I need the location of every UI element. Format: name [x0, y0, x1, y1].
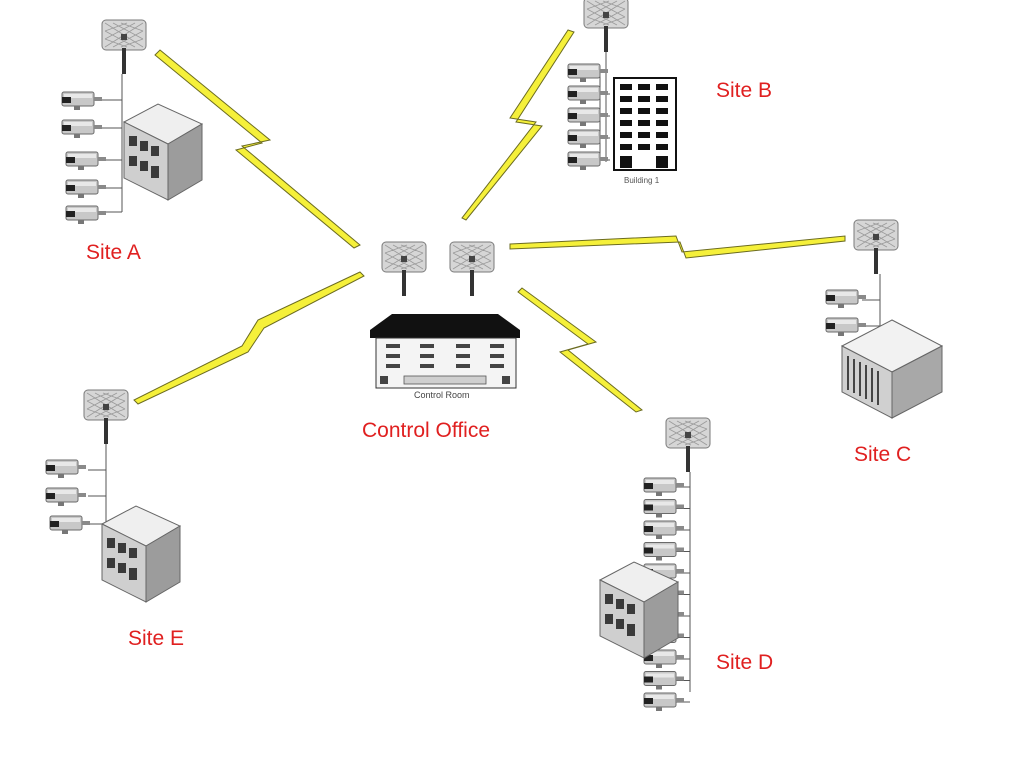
site-c-group — [825, 219, 943, 419]
cctv-camera-icon — [65, 179, 107, 199]
grid-antenna-icon — [101, 19, 147, 75]
cctv-camera-icon — [65, 151, 107, 171]
cctv-camera-icon — [45, 487, 87, 507]
site-d-group — [599, 417, 711, 712]
grid-antenna-icon — [665, 417, 711, 473]
cctv-camera-icon — [567, 63, 609, 83]
office-building-icon — [841, 319, 943, 419]
link-site-e — [133, 271, 365, 405]
cctv-camera-icon — [643, 671, 685, 690]
link-site-b — [461, 29, 575, 221]
building-icon — [123, 103, 203, 201]
link-site-c — [509, 235, 846, 259]
site-e-group — [45, 389, 181, 603]
site-b-group: Building 1 — [567, 0, 677, 185]
grid-antenna-icon — [83, 389, 129, 445]
control-office-group: Control Room — [370, 241, 520, 400]
grid-antenna-icon — [853, 219, 899, 275]
site-b-label: Site B — [716, 79, 773, 102]
cctv-camera-icon — [65, 205, 107, 225]
building-icon — [599, 561, 679, 659]
cctv-camera-icon — [49, 515, 91, 535]
cctv-camera-icon — [45, 459, 87, 479]
building1-caption: Building 1 — [624, 176, 660, 185]
site-a-label: Site A — [86, 241, 141, 264]
site-c-label: Site C — [854, 443, 912, 466]
cctv-camera-icon — [825, 289, 867, 309]
cctv-camera-icon — [643, 520, 685, 540]
cctv-camera-icon — [643, 692, 685, 712]
link-site-a — [154, 49, 361, 249]
cctv-camera-icon — [61, 119, 103, 139]
control-room-caption: Control Room — [414, 390, 470, 400]
site-d-label: Site D — [716, 651, 774, 674]
cctv-camera-icon — [567, 85, 609, 105]
cctv-camera-icon — [643, 542, 685, 561]
grid-antenna-icon — [583, 0, 629, 53]
site-e-label: Site E — [128, 627, 185, 650]
cctv-camera-icon — [643, 499, 685, 518]
office-building-icon — [613, 77, 677, 171]
link-site-d — [517, 287, 644, 413]
cctv-camera-icon — [61, 91, 103, 111]
control-room-building-icon — [370, 314, 520, 389]
cctv-camera-icon — [567, 129, 609, 149]
cctv-camera-icon — [567, 107, 609, 127]
grid-antenna-icon — [381, 241, 427, 297]
cctv-camera-icon — [643, 477, 685, 497]
grid-antenna-icon — [449, 241, 495, 297]
control-office-label: Control Office — [362, 419, 490, 442]
site-a-group — [61, 19, 203, 225]
cctv-camera-icon — [567, 151, 609, 171]
cctv-camera-icon — [825, 317, 867, 337]
building-icon — [101, 505, 181, 603]
